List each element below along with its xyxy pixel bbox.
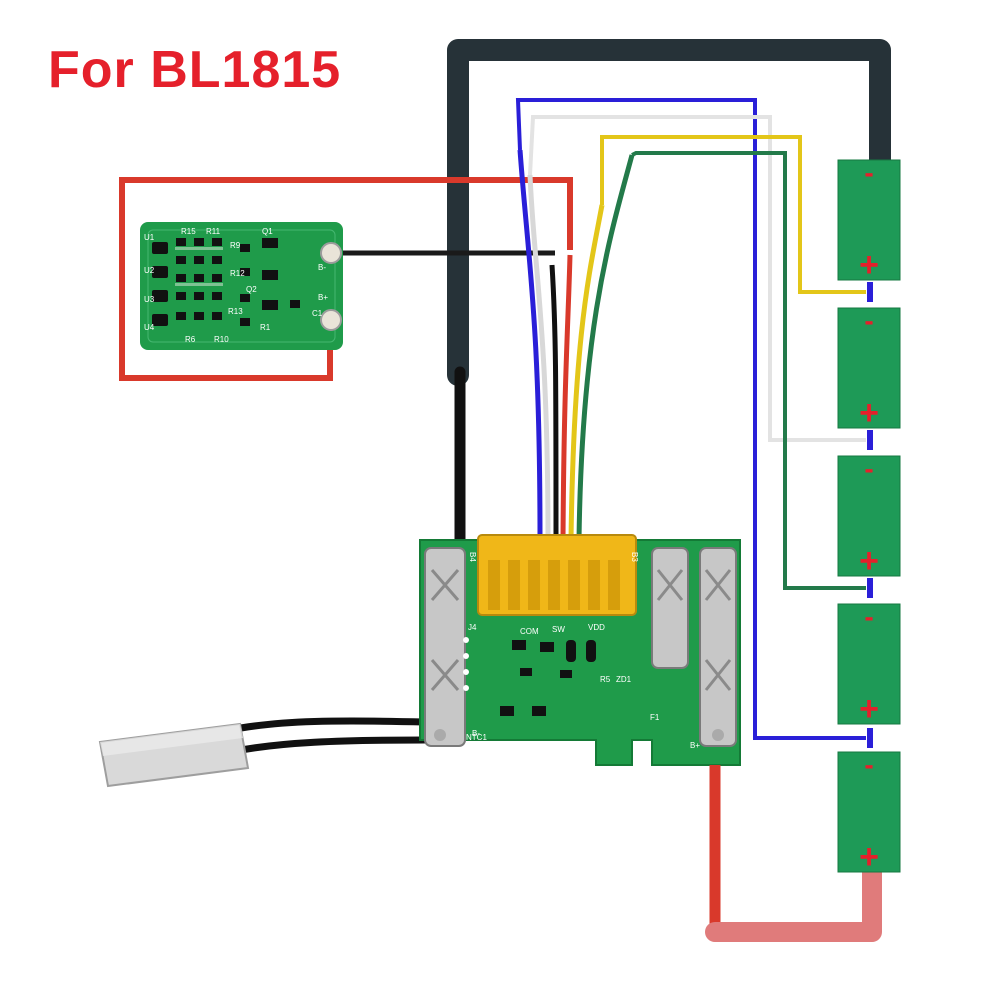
diagram-title: For BL1815 — [48, 41, 342, 99]
thermistor-lead-1 — [229, 717, 426, 734]
main-board-label: F1 — [650, 713, 660, 722]
small-board-label: R1 — [260, 323, 271, 332]
battery-cell-3: -+ — [837, 453, 901, 580]
small-board-label: R12 — [230, 269, 245, 278]
main-board-label: B4 — [468, 552, 477, 562]
small-board-label: Q2 — [246, 285, 257, 294]
red-loop-wire — [119, 177, 573, 381]
main-board-label: B3 — [630, 552, 639, 562]
small-board-label: B- — [318, 263, 326, 272]
small-board-label: U1 — [144, 233, 155, 242]
cell-minus-sign: - — [864, 749, 873, 780]
thermistor-lead-2 — [229, 736, 426, 756]
main-black-wire — [447, 39, 891, 386]
small-board-label: B+ — [318, 293, 328, 302]
small-board-label: U4 — [144, 323, 155, 332]
main-board-label: R5 — [600, 675, 611, 684]
small-board-label: R13 — [228, 307, 243, 316]
main-board-label: NTC1 — [466, 733, 487, 742]
cell-plus-sign: + — [859, 690, 879, 728]
cell-plus-sign: + — [859, 542, 879, 580]
small-board-label: U3 — [144, 295, 155, 304]
main-board-label: VDD — [588, 623, 605, 632]
small-board-label: R9 — [230, 241, 241, 250]
small-board-label: C1 — [312, 309, 323, 318]
main-board-label: B- — [472, 729, 480, 738]
small-board-label: Q1 — [262, 227, 273, 236]
cell-plus-sign: + — [859, 394, 879, 432]
small-board-label: R6 — [185, 335, 196, 344]
yellow-balance-wire — [600, 135, 866, 294]
main-board-label: B+ — [690, 741, 700, 750]
cell-minus-sign: - — [864, 453, 873, 484]
cell-link-marks — [867, 282, 873, 748]
battery-cell-1: -+ — [837, 157, 901, 284]
green-balance-wire — [631, 151, 866, 590]
small-board-label: U2 — [144, 266, 155, 275]
blue-balance-wire — [515, 98, 866, 740]
small-board-label: R11 — [206, 227, 221, 236]
small-board-label: R10 — [214, 335, 229, 344]
main-board-label: J4 — [468, 623, 477, 632]
battery-cell-5: -+ — [837, 749, 901, 876]
balance-wire-bundle — [517, 149, 635, 541]
main-board-label: ZD1 — [616, 675, 632, 684]
battery-cells: -+-+-+-+-+ — [837, 157, 901, 876]
cell-plus-sign: + — [859, 246, 879, 284]
cell-minus-sign: - — [864, 305, 873, 336]
main-board-label: COM — [520, 627, 539, 636]
battery-cell-2: -+ — [837, 305, 901, 432]
cell-minus-sign: - — [864, 601, 873, 632]
pink-b-plus-wire — [705, 860, 882, 942]
main-board-label: 1830-5S-V1 — [504, 742, 573, 757]
thermistor-sensor — [98, 722, 250, 788]
main-board-label: SW — [552, 625, 565, 634]
white-balance-wire — [528, 115, 866, 442]
battery-cell-4: -+ — [837, 601, 901, 728]
cell-plus-sign: + — [859, 838, 879, 876]
cell-minus-sign: - — [864, 157, 873, 188]
small-board-label: R15 — [181, 227, 196, 236]
